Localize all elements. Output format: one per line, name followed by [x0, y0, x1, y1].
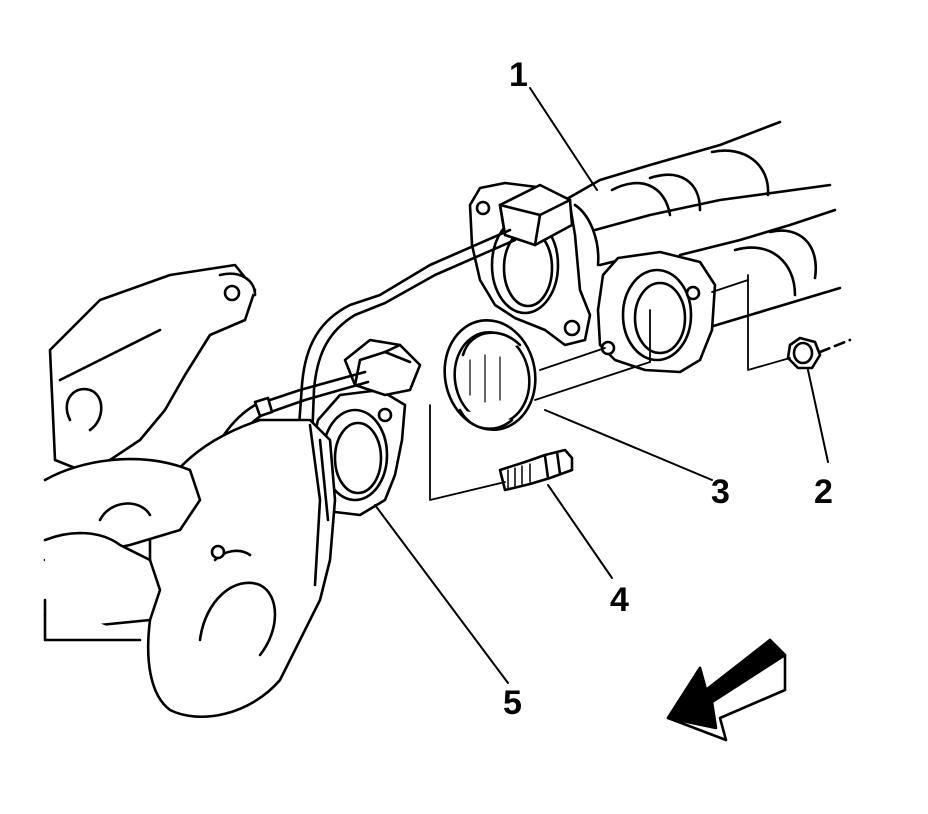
callout-5: 5 [503, 684, 522, 722]
upper-flange-2 [596, 250, 717, 374]
mounting-stud [498, 448, 574, 492]
exhaust-manifold [43, 263, 337, 718]
alignment-lines [429, 274, 791, 501]
callout-1: 1 [509, 56, 528, 94]
exhaust-pipe-assembly [563, 120, 842, 332]
callout-4: 4 [610, 581, 629, 619]
callout-3: 3 [711, 473, 730, 511]
callout-2: 2 [814, 473, 833, 511]
leader-lines [374, 87, 829, 684]
gasket-ring [443, 318, 537, 432]
front-direction-arrow [666, 638, 787, 742]
upper-flange-1 [468, 181, 592, 347]
flange-nut [786, 336, 852, 370]
